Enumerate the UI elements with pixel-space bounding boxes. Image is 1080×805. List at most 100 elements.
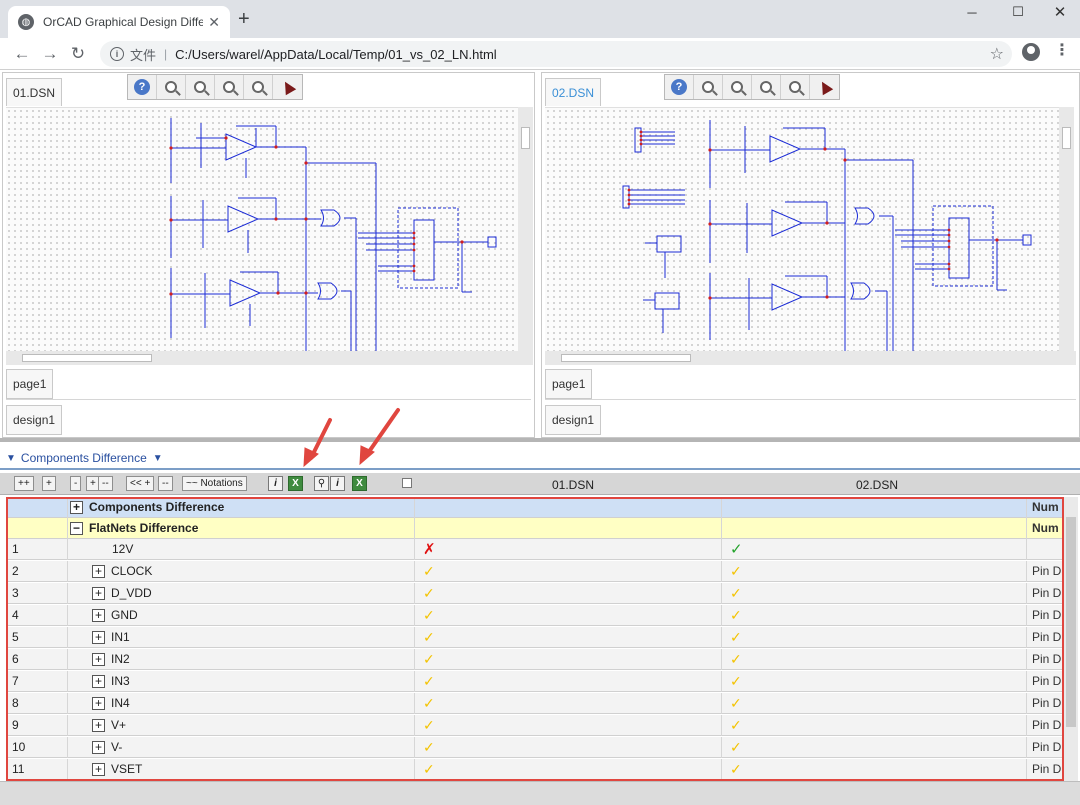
browser-tab[interactable]: ◍ OrCAD Graphical Design Diffe ✕ (8, 6, 230, 38)
back-arrow-icon[interactable]: ← (13, 44, 31, 63)
zoom-area-icon[interactable] (244, 75, 273, 99)
grid-vertical-scrollbar[interactable] (1064, 497, 1078, 781)
filter-icon[interactable]: ⚲ (314, 476, 329, 491)
collapse-toggle[interactable]: − (70, 522, 83, 536)
zoom-in-icon[interactable] (694, 75, 723, 99)
expand-toggle[interactable]: + (92, 675, 105, 689)
left-vertical-scrollbar[interactable] (518, 107, 533, 351)
table-row[interactable]: 2+CLOCK✓✓Pin D (6, 561, 1076, 582)
export-excel-icon[interactable]: X (352, 476, 367, 491)
minimize-button[interactable]: ─ (967, 4, 977, 20)
expand-all-button[interactable]: ++ (14, 476, 34, 491)
schematic-canvas-01[interactable] (6, 107, 518, 352)
collapse-all-button[interactable]: -- (98, 476, 113, 491)
expand-toggle[interactable]: + (92, 763, 105, 777)
next-diff-button[interactable]: -- (158, 476, 173, 491)
dropdown-triangle-icon[interactable]: ▼ (152, 452, 163, 464)
components-difference-header[interactable]: ▼ Components Difference ▼ (0, 448, 1080, 470)
diff-type: Pin D (1032, 740, 1062, 754)
tab-02-dsn[interactable]: 02.DSN (545, 78, 602, 106)
table-row[interactable]: 4+GND✓✓Pin D (6, 605, 1076, 626)
cell-01-status: ✓ (415, 583, 722, 604)
info-icon[interactable]: i (268, 476, 283, 491)
expand-toggle[interactable]: + (92, 631, 105, 645)
maximize-button[interactable]: ☐ (1012, 4, 1024, 19)
zoom-out-icon[interactable] (723, 75, 752, 99)
check-icon: ✓ (423, 717, 435, 733)
table-row[interactable]: 11+VSET✓✓Pin D (6, 759, 1076, 780)
scrollbar-thumb[interactable] (1062, 127, 1071, 149)
kebab-menu-icon[interactable]: ⋮ (1054, 42, 1070, 59)
expand-toggle[interactable]: + (70, 501, 83, 515)
table-row[interactable]: 8+IN4✓✓Pin D (6, 693, 1076, 714)
info-icon[interactable]: i (110, 47, 124, 61)
scrollbar-thumb[interactable] (1066, 517, 1076, 727)
table-row[interactable]: 3+D_VDD✓✓Pin D (6, 583, 1076, 604)
tab-01-dsn[interactable]: 01.DSN (6, 78, 63, 106)
cross-icon: ✗ (423, 541, 436, 558)
table-row[interactable]: 6+IN2✓✓Pin D (6, 649, 1076, 670)
zoom-area-icon[interactable] (781, 75, 810, 99)
close-tab-icon[interactable]: ✕ (208, 13, 220, 30)
select-pointer-icon[interactable] (273, 75, 302, 99)
collapse-triangle-icon[interactable]: ▼ (6, 452, 16, 464)
notations-button[interactable]: ~~ Notations (182, 476, 247, 491)
expand-button[interactable]: + (42, 476, 56, 491)
group-row-flatnets[interactable]: −FlatNets Difference Num (6, 518, 1076, 539)
expand-toggle[interactable]: + (92, 587, 105, 601)
table-row[interactable]: 10+V-✓✓Pin D (6, 737, 1076, 758)
address-url[interactable]: C:/Users/warel/AppData/Local/Temp/01_vs_… (175, 46, 497, 62)
tab-design1[interactable]: design1 (6, 405, 63, 435)
table-row[interactable]: 9+V+✓✓Pin D (6, 715, 1076, 736)
expand-toggle[interactable]: + (92, 653, 105, 667)
close-window-button[interactable]: ✕ (1053, 4, 1067, 21)
column-header-01-dsn[interactable]: 01.DSN (552, 478, 595, 492)
address-bar[interactable]: i 文件 | C:/Users/warel/AppData/Local/Temp… (100, 41, 1012, 67)
expand-toggle[interactable]: + (92, 719, 105, 733)
select-all-checkbox[interactable] (402, 478, 412, 488)
expand-toggle[interactable]: + (92, 697, 105, 711)
previous-diff-button[interactable]: << + (126, 476, 155, 491)
right-vertical-scrollbar[interactable] (1059, 107, 1074, 351)
help-icon[interactable]: ? (665, 75, 694, 99)
scrollbar-thumb[interactable] (521, 127, 530, 149)
select-pointer-icon[interactable] (810, 75, 839, 99)
check-icon: ✓ (730, 739, 742, 755)
group-type: Num (1032, 521, 1059, 535)
reload-icon[interactable]: ↻ (70, 44, 86, 63)
left-horizontal-scrollbar[interactable] (6, 351, 533, 365)
scrollbar-thumb[interactable] (561, 354, 691, 362)
table-row[interactable]: 5+IN1✓✓Pin D (6, 627, 1076, 648)
scrollbar-thumb[interactable] (22, 354, 152, 362)
info-icon[interactable]: i (330, 476, 345, 491)
zoom-in-icon[interactable] (157, 75, 186, 99)
group-row-components[interactable]: +Components Difference Num (6, 497, 1076, 518)
cell-01-status: ✓ (415, 561, 722, 582)
pane-splitter[interactable] (0, 438, 1080, 442)
table-row[interactable]: 7+IN3✓✓Pin D (6, 671, 1076, 692)
cell-02-status: ✓ (722, 561, 1027, 582)
net-name: +V+ (68, 715, 415, 736)
export-excel-icon[interactable]: X (288, 476, 303, 491)
expand-toggle[interactable]: + (92, 741, 105, 755)
expand-toggle[interactable]: + (92, 609, 105, 623)
column-header-02-dsn[interactable]: 02.DSN (856, 478, 899, 492)
zoom-fit-icon[interactable] (215, 75, 244, 99)
group-label: −FlatNets Difference (68, 518, 415, 539)
bookmark-star-icon[interactable]: ☆ (989, 46, 1004, 63)
help-icon[interactable]: ? (128, 75, 157, 99)
tab-page1[interactable]: page1 (6, 369, 54, 399)
expand-toggle[interactable]: + (92, 565, 105, 579)
tab-page1[interactable]: page1 (545, 369, 593, 399)
zoom-out-icon[interactable] (186, 75, 215, 99)
schematic-canvas-02[interactable] (545, 107, 1059, 352)
new-tab-button[interactable]: + (238, 8, 250, 30)
collapse-button[interactable]: - (70, 476, 82, 491)
address-scheme-label: 文件 (130, 47, 157, 63)
profile-icon[interactable] (1022, 43, 1040, 61)
zoom-fit-icon[interactable] (752, 75, 781, 99)
forward-arrow-icon[interactable]: → (41, 44, 59, 63)
right-horizontal-scrollbar[interactable] (545, 351, 1076, 365)
tab-design1[interactable]: design1 (545, 405, 602, 435)
